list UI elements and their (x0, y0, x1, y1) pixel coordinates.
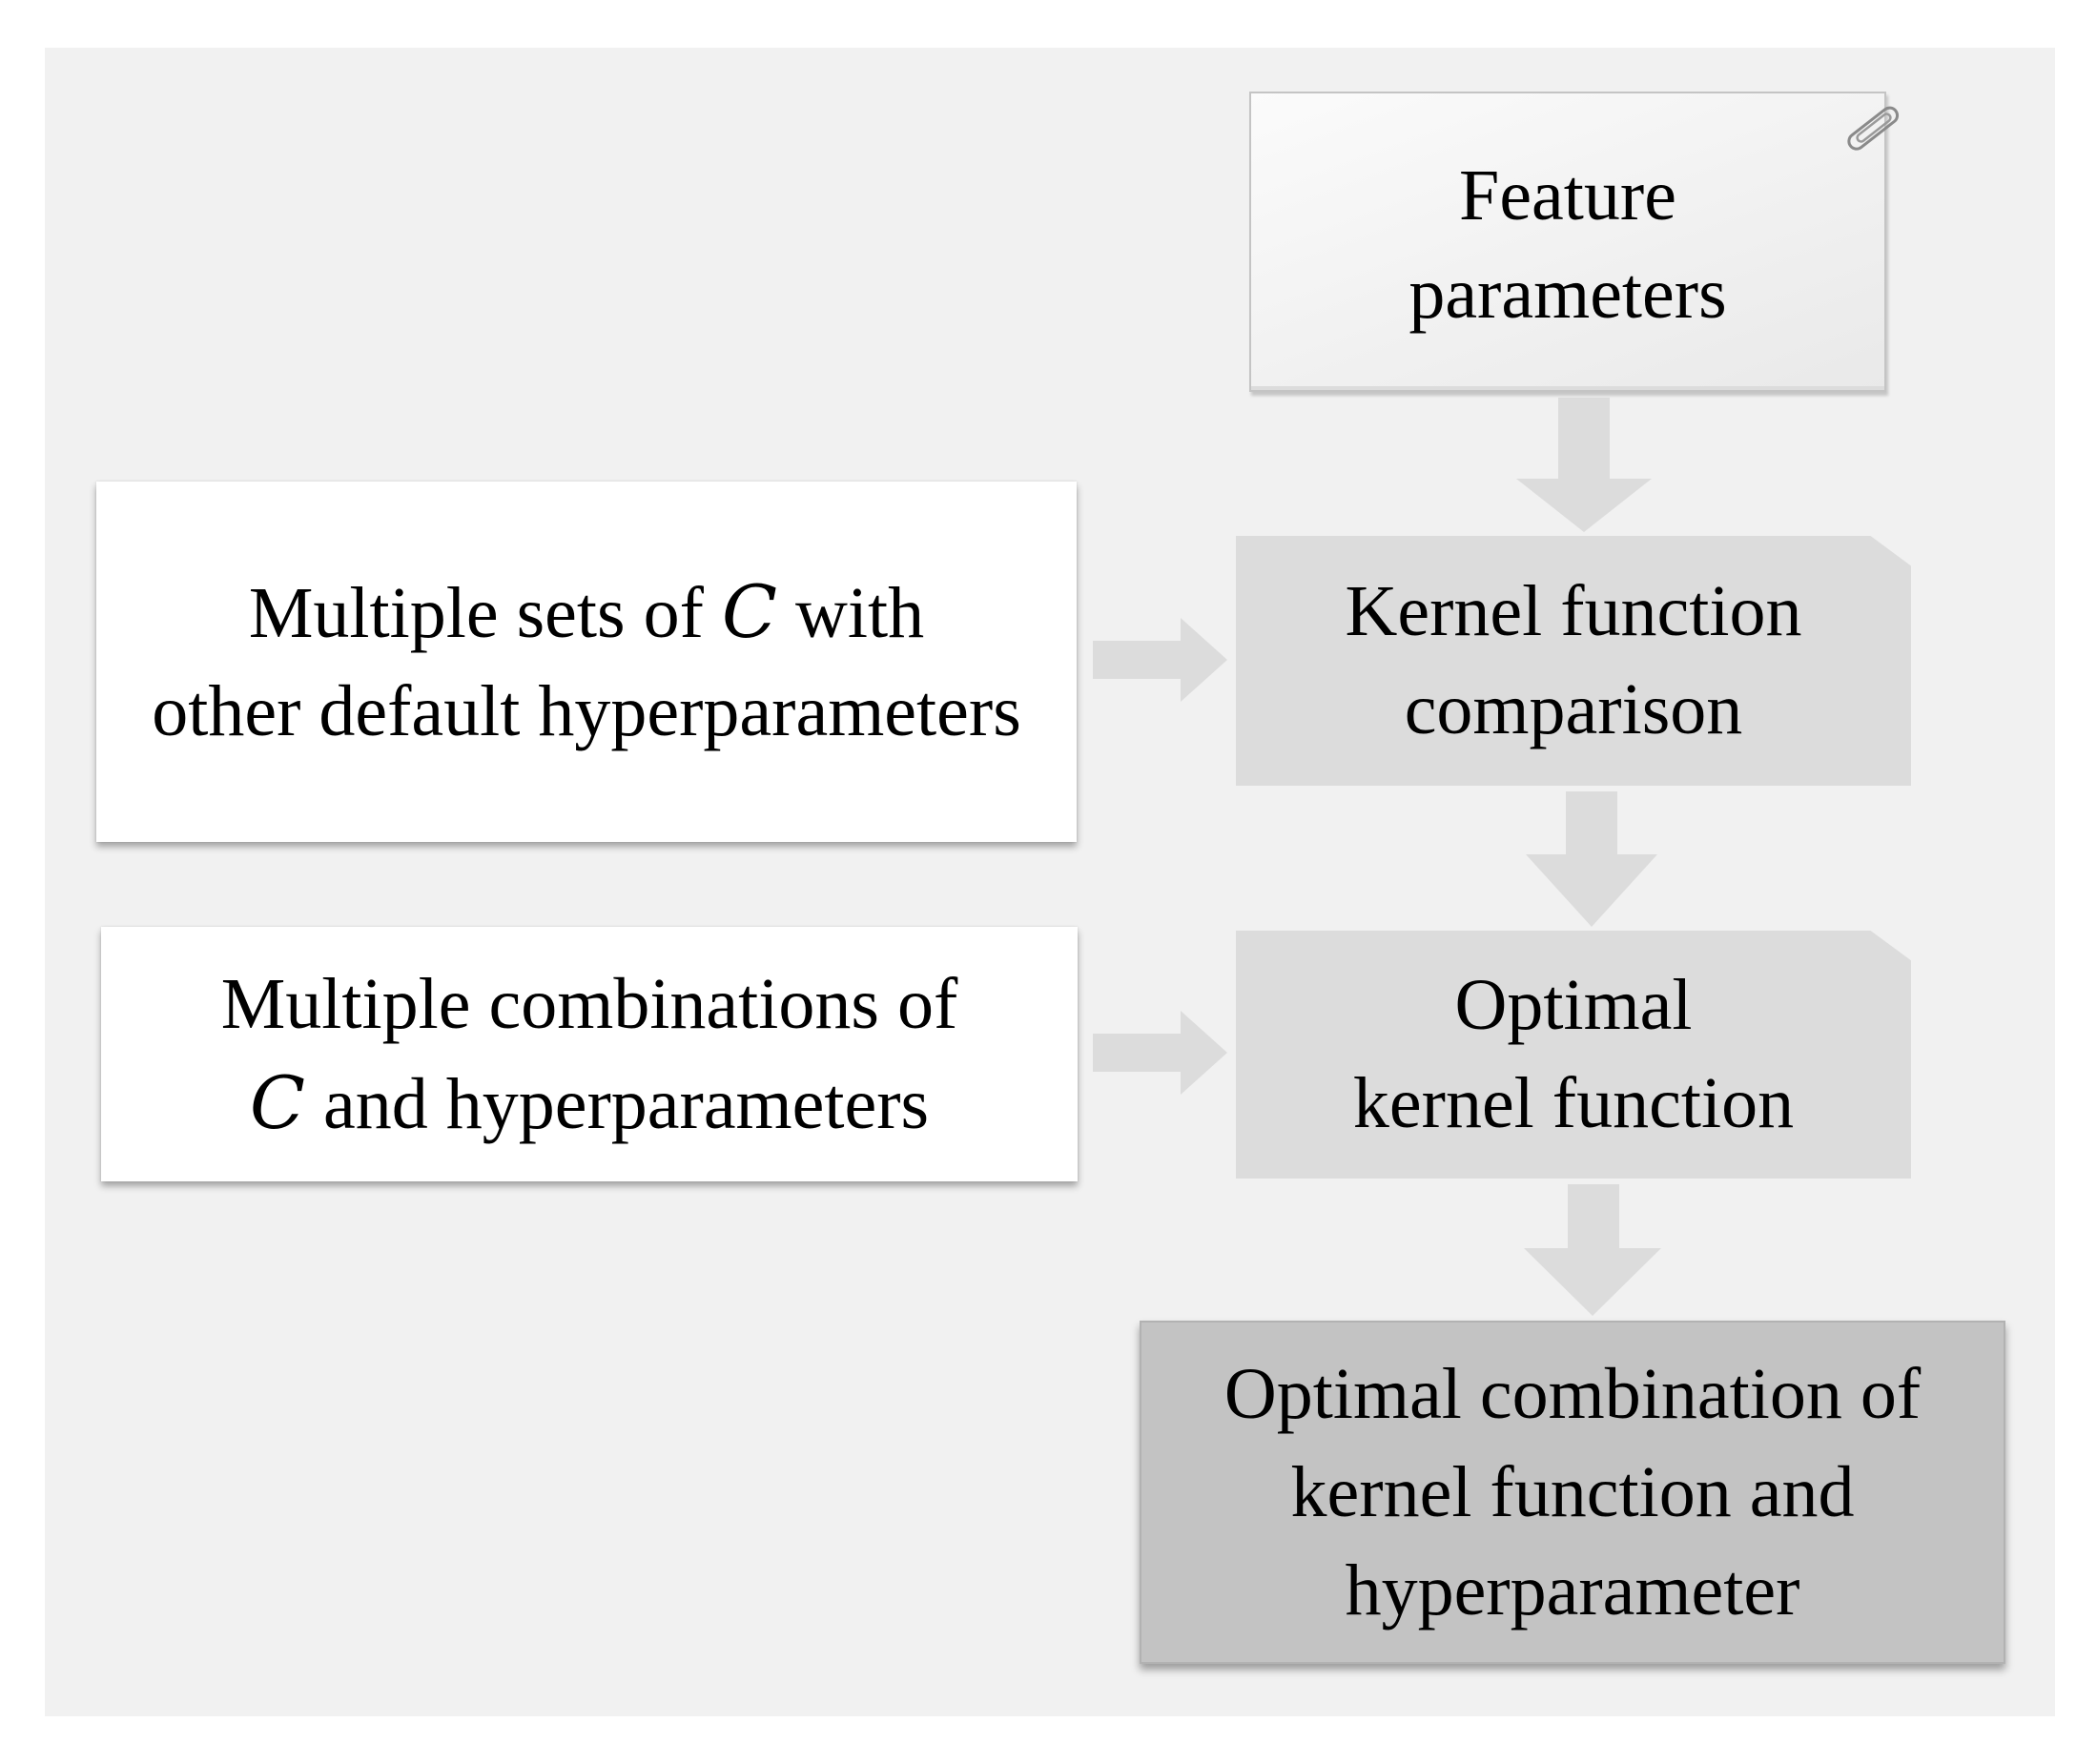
kernel-function-comparison-box: Kernel function comparison (1236, 536, 1911, 786)
c-variable: C (721, 569, 778, 654)
optimal-combination-box: Optimal combination of kernel function a… (1140, 1321, 2005, 1664)
multiple-combinations-line-2: C and hyperparameters (250, 1054, 929, 1154)
multiple-sets-text: Multiple sets of (248, 573, 722, 653)
multiple-combinations-line-1: Multiple combinations of (220, 963, 958, 1044)
multiple-sets-line-2: other default hyperparameters (152, 671, 1021, 751)
with-text: with (777, 573, 925, 653)
feature-parameters-line-1: Feature (1459, 154, 1676, 236)
arrow-feature-to-kernel-comparison (1516, 398, 1652, 532)
feature-parameters-line-2: parameters (1408, 253, 1727, 334)
kernel-comparison-line-1: Kernel function (1345, 571, 1802, 651)
optimal-combination-line-2: kernel function and (1290, 1451, 1855, 1532)
and-hyperparameters-text: and hyperparameters (305, 1063, 930, 1144)
kernel-comparison-line-2: comparison (1404, 669, 1743, 749)
arrow-combinations-to-optimal-kernel (1093, 1011, 1227, 1095)
optimal-kernel-line-1: Optimal (1454, 965, 1693, 1045)
arrow-comparison-to-optimal-kernel (1526, 791, 1657, 927)
c-variable: C (249, 1059, 305, 1145)
arrow-sets-to-kernel-comparison (1093, 618, 1227, 702)
optimal-kernel-function-box: Optimal kernel function (1236, 931, 1911, 1179)
optimal-combination-line-1: Optimal combination of (1223, 1353, 1922, 1434)
arrow-optimal-kernel-to-combination (1524, 1184, 1661, 1316)
multiple-combinations-box: Multiple combinations of C and hyperpara… (101, 927, 1078, 1181)
multiple-sets-of-c-box: Multiple sets of C with other default hy… (96, 482, 1077, 842)
optimal-kernel-line-2: kernel function (1352, 1063, 1795, 1143)
optimal-combination-line-3: hyperparameter (1345, 1549, 1800, 1631)
paperclip-icon (1847, 106, 1900, 151)
multiple-sets-line-1: Multiple sets of C with (249, 563, 924, 663)
feature-parameters-note: Feature parameters (1249, 92, 1886, 392)
